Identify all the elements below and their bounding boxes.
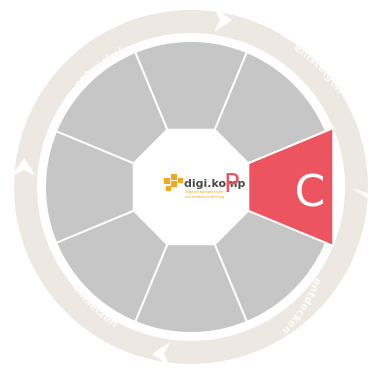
ring-arrow-right [352,188,387,200]
logo-subtitle-1: Digitale Kompetenzen [185,190,225,194]
logo-name: digi.komp [184,177,246,190]
ring-arrow-top [214,8,232,32]
ring-arrow-left [12,158,36,176]
center-octagon [133,129,249,245]
segment-upper-left[interactable] [54,50,169,165]
segment-c-letter: C [295,166,326,217]
logo-subtitle-2: informatische Bildung [185,195,224,199]
logo-mark-icon [164,174,183,191]
digikomp-logo: digi.komp P Digitale Kompetenzen informa… [164,169,246,199]
logo-letter: P [224,169,240,199]
ring-arrow-bottom [152,342,170,366]
segments [44,40,328,334]
